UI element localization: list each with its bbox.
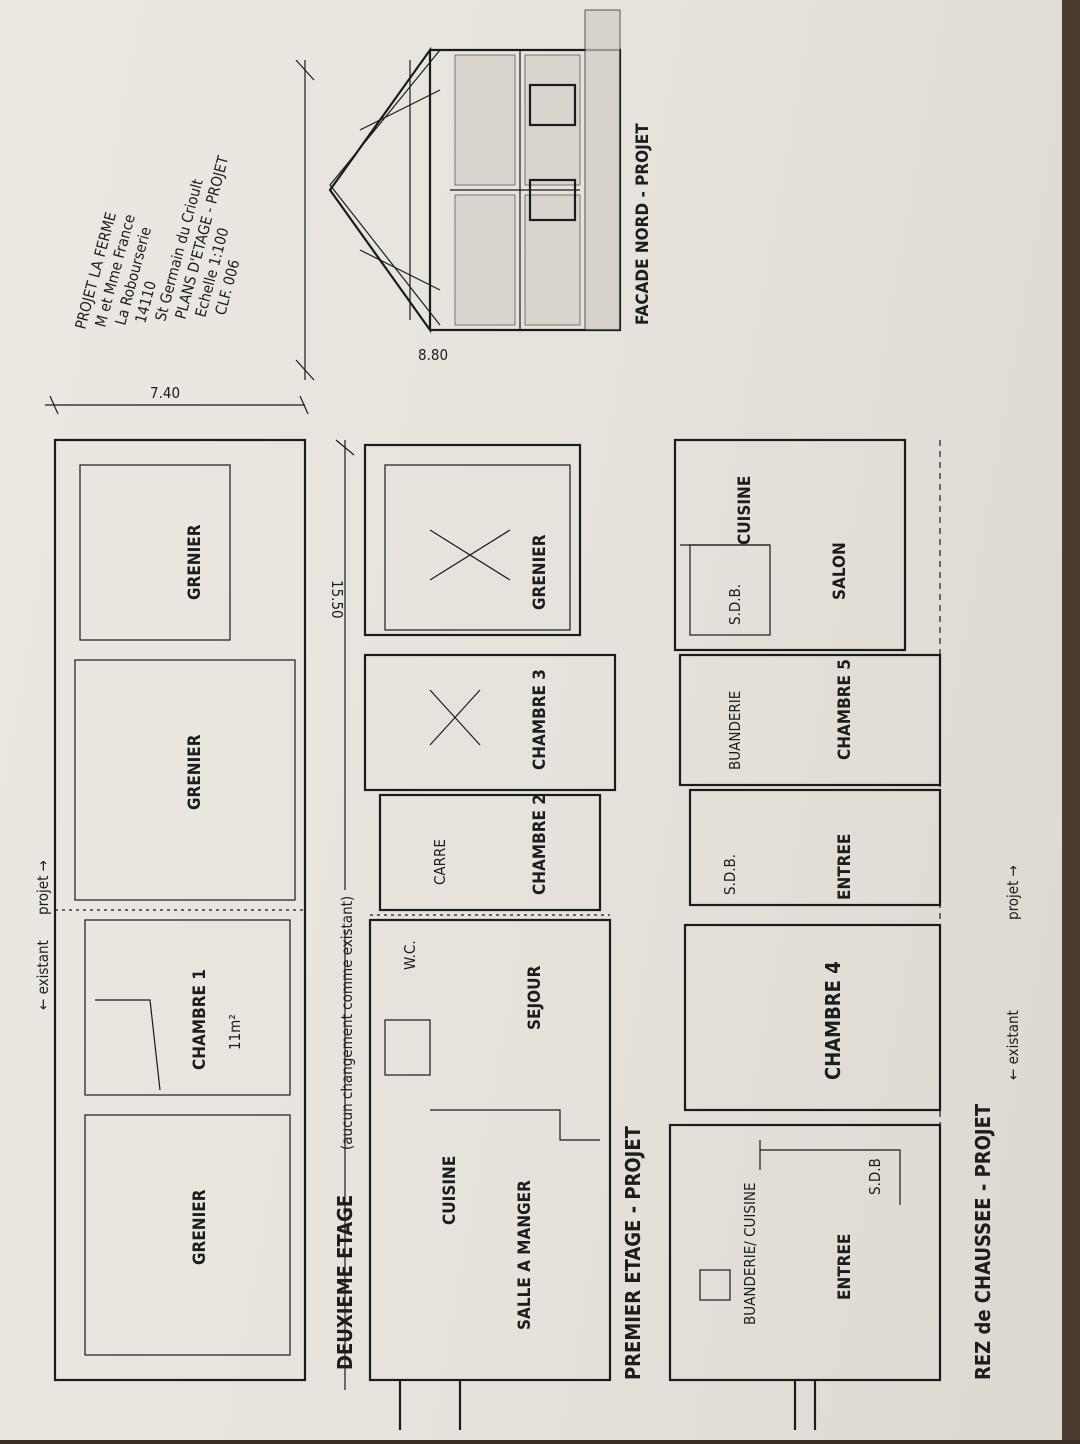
room-label: SALLE A MANGER	[515, 1180, 535, 1330]
room-label: CUISINE	[735, 476, 755, 545]
second-floor-note: (aucun changement comme existant)	[338, 896, 356, 1150]
room-label: GRENIER	[185, 734, 205, 810]
room-label: SALON	[830, 542, 850, 600]
elevation-dimension	[295, 59, 315, 381]
first-floor-caption: PREMIER ETAGE - PROJET	[621, 1125, 645, 1380]
room-label: CHAMBRE 4	[821, 961, 845, 1080]
second-floor-caption: DEUXIEME ETAGE	[333, 1195, 357, 1370]
room-label: CUISINE	[440, 1156, 460, 1225]
second-floor-plan	[53, 438, 307, 1382]
elevation-dimension-label: 8.80	[418, 346, 448, 364]
ground-floor-plan	[668, 438, 942, 1430]
room-label: ENTREE	[835, 834, 855, 900]
dimension-lines	[45, 395, 355, 1390]
room-area: 11m²	[226, 1014, 244, 1050]
north-elevation	[295, 9, 622, 381]
title-block: PROJET LA FERME M et Mme France La Robou…	[71, 153, 243, 331]
marker-projet-top: projet →	[34, 860, 52, 915]
room-label: S.D.B.	[721, 854, 739, 895]
room-label: CHAMBRE 3	[530, 669, 550, 770]
dimension-top-width: 7.40	[150, 384, 180, 402]
elevation-caption: FACADE NORD - PROJET	[633, 123, 653, 325]
marker-existant-top: ← existant	[34, 940, 52, 1010]
room-label: CHAMBRE 5	[835, 659, 855, 760]
room-label: CHAMBRE 2	[530, 794, 550, 895]
first-floor-plan	[363, 443, 617, 1430]
room-label: CARRE	[431, 839, 449, 885]
marker-existant-bottom: ← existant	[1004, 1010, 1022, 1080]
room-label: GRENIER	[190, 1189, 210, 1265]
room-label: SEJOUR	[525, 965, 545, 1030]
ground-floor-caption: REZ de CHAUSSEE - PROJET	[971, 1103, 995, 1380]
room-label: BUANDERIE	[726, 691, 744, 770]
room-label: S.D.B	[866, 1158, 884, 1195]
room-label: CHAMBRE 1	[190, 969, 210, 1070]
room-label: BUANDERIE/ CUISINE	[741, 1182, 759, 1325]
table-edge	[1062, 0, 1080, 1440]
dimension-length: 15.50	[328, 580, 346, 619]
room-label: GRENIER	[185, 524, 205, 600]
room-label: GRENIER	[530, 534, 550, 610]
elevation-house	[328, 9, 622, 334]
room-label: S.D.B.	[726, 584, 744, 625]
marker-projet-bottom: projet →	[1004, 865, 1022, 920]
room-label: ENTREE	[835, 1234, 855, 1300]
room-label: W.C.	[401, 940, 419, 970]
